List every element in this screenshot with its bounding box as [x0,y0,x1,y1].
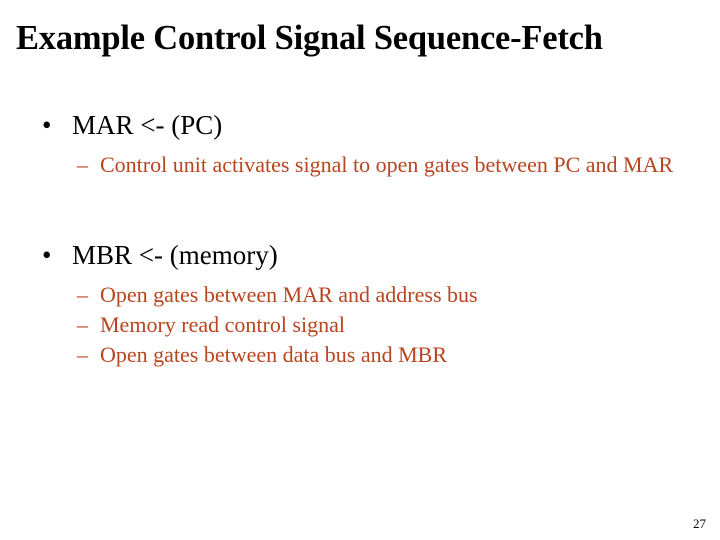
bullet-dash-icon: – [77,282,88,307]
list-item: – Open gates between data bus and MBR [0,340,720,370]
spacer [0,180,720,238]
bullet-level1: • MBR <- (memory) [0,238,720,272]
list-item: – Control unit activates signal to open … [0,150,720,180]
slide-body: • MAR <- (PC) – Control unit activates s… [0,108,720,370]
bullet-level1: • MAR <- (PC) [0,108,720,142]
bullet-group: • MBR <- (memory) – Open gates between M… [0,238,720,370]
spacer [0,272,720,280]
page-title: Example Control Signal Sequence-Fetch [16,18,603,57]
bullet-dash-icon: – [77,312,88,337]
bullet-dot-icon: • [42,110,52,140]
sub-bullet-label: Open gates between MAR and address bus [100,282,478,307]
bullet-level1-label: MAR <- (PC) [72,110,223,140]
sub-bullet-list: – Open gates between MAR and address bus… [0,280,720,370]
page-number: 27 [693,516,706,531]
sub-bullet-label: Open gates between data bus and MBR [100,342,448,367]
bullet-group: • MAR <- (PC) – Control unit activates s… [0,108,720,180]
bullet-dot-icon: • [42,240,52,270]
list-item: – Open gates between MAR and address bus [0,280,720,310]
list-item: – Memory read control signal [0,310,720,340]
spacer [0,142,720,150]
bullet-dash-icon: – [77,342,88,367]
bullet-level1-label: MBR <- (memory) [72,240,278,270]
sub-bullet-label: Control unit activates signal to open ga… [100,152,674,177]
sub-bullet-label: Memory read control signal [100,312,345,337]
sub-bullet-list: – Control unit activates signal to open … [0,150,720,180]
bullet-dash-icon: – [77,152,88,177]
